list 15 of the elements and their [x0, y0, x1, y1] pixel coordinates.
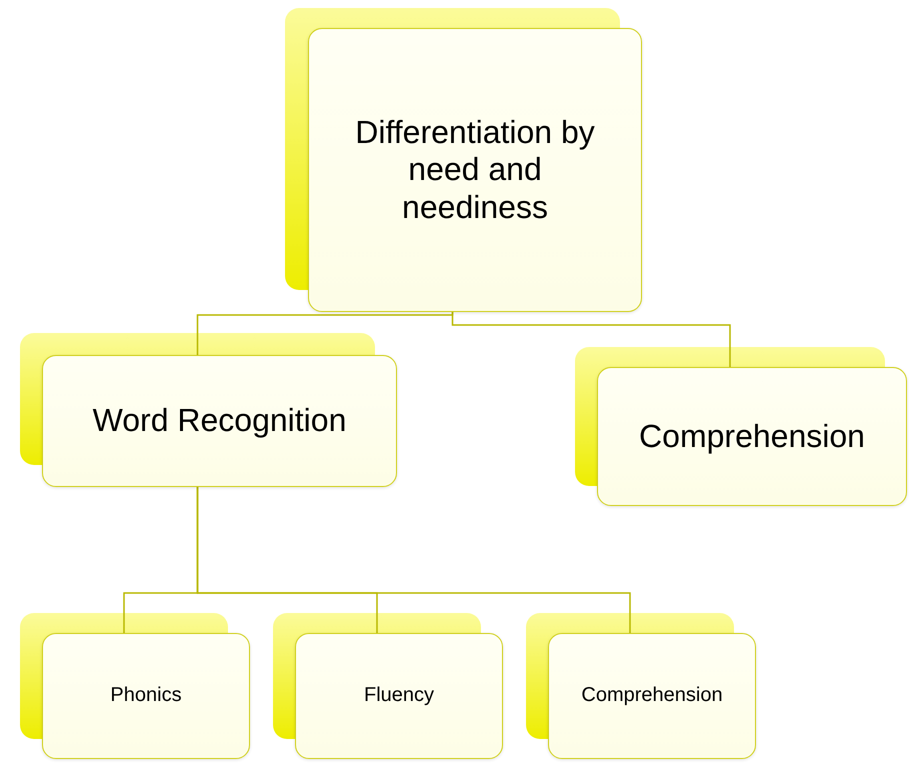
topic-box — [42, 355, 397, 487]
topic-label: Phonics — [110, 684, 182, 708]
topic-box — [42, 633, 250, 759]
topic-box — [295, 633, 503, 759]
topic-label: Word Recognition — [92, 402, 346, 440]
connector-line — [196, 487, 631, 633]
topic-box — [308, 28, 642, 312]
topic-label: Fluency — [364, 684, 434, 708]
topic-label: Comprehension — [581, 684, 723, 708]
connector-line — [196, 312, 454, 355]
connector-line — [452, 312, 731, 367]
topic-box — [548, 633, 756, 759]
topic-label: Differentiation by need and neediness — [354, 114, 596, 226]
topic-label: Comprehension — [639, 418, 865, 456]
topic-box — [597, 367, 907, 506]
